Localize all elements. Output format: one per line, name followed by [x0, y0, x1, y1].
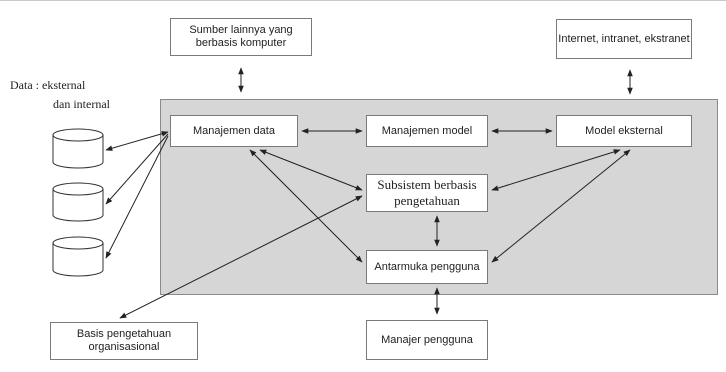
- arrow-subsistem-basis: [119, 195, 363, 319]
- data-sources-label-line2: dan internal: [53, 97, 110, 111]
- database-cylinder-2: [52, 182, 104, 222]
- arrow-data-db2: [105, 133, 169, 205]
- box-manajemen-model: Manajemen model: [366, 115, 488, 147]
- arrow-data-db3: [105, 135, 169, 259]
- box-basis-pengetahuan: Basis pengetahuan organisasional: [50, 322, 198, 360]
- box-manajemen-data: Manajemen data: [170, 115, 298, 147]
- box-sumber-lainnya: Sumber lainnya yang berbasis komputer: [170, 18, 312, 56]
- box-subsistem: Subsistem berbasis pengetahuan: [366, 174, 488, 212]
- arrow-eksternal-antarmuka: [491, 149, 631, 263]
- box-internet: Internet, intranet, ekstranet: [556, 19, 692, 59]
- arrow-data-db1: [105, 131, 169, 151]
- data-sources-label-line1: Data : eksternal: [10, 78, 86, 92]
- box-model-eksternal: Model eksternal: [556, 115, 692, 147]
- arrow-eksternal-subsistem: [491, 149, 621, 191]
- arrow-data-antarmuka: [249, 149, 363, 263]
- database-cylinder-3: [52, 236, 104, 277]
- arrow-data-subsistem: [259, 149, 363, 191]
- database-cylinder-1: [52, 128, 104, 169]
- top-border: [0, 0, 726, 1]
- box-antarmuka: Antarmuka pengguna: [366, 250, 488, 284]
- box-manajer-pengguna: Manajer pengguna: [366, 320, 488, 360]
